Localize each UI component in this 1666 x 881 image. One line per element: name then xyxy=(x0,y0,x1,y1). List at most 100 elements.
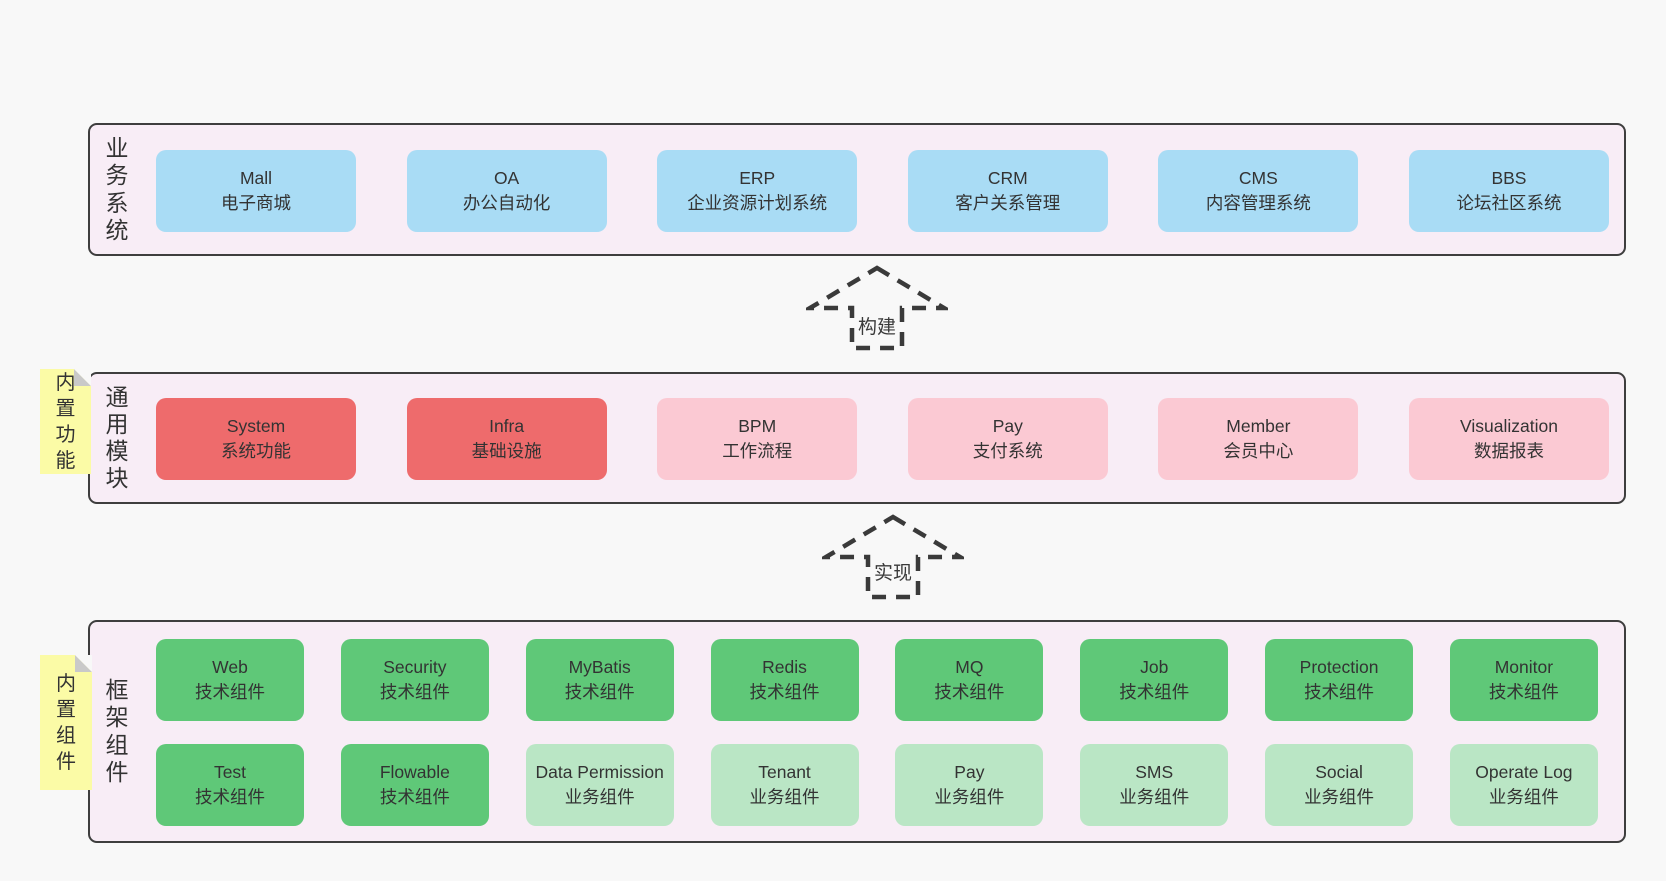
box-cms-subtitle: 内容管理系统 xyxy=(1205,193,1311,213)
box-infra: Infra 基础设施 xyxy=(406,398,607,480)
box-security: Security 技术组件 xyxy=(340,639,489,721)
section-framework-label: 框架组件 xyxy=(105,677,129,785)
note-built-in-components: 内置组件 xyxy=(40,655,92,790)
box-sms-title: SMS xyxy=(1135,762,1174,783)
box-mall-title: Mall xyxy=(239,168,273,189)
box-infra-title: Infra xyxy=(489,416,525,437)
box-oa-title: OA xyxy=(493,168,520,189)
box-flowable: Flowable 技术组件 xyxy=(340,744,489,826)
note-built-in-features-label: 内置功能 xyxy=(55,371,76,472)
box-operate-log-subtitle: 业务组件 xyxy=(1488,787,1559,807)
box-oa: OA 办公自动化 xyxy=(406,150,607,232)
box-redis-subtitle: 技术组件 xyxy=(749,682,820,702)
box-security-title: Security xyxy=(383,657,447,678)
framework-box-row-2: Test 技术组件 Flowable 技术组件 Data Permission … xyxy=(156,744,1598,826)
box-pay-module-title: Pay xyxy=(992,416,1023,437)
box-mall: Mall 电子商城 xyxy=(156,150,356,232)
box-tenant: Tenant 业务组件 xyxy=(710,744,859,826)
box-pay-module-subtitle: 支付系统 xyxy=(972,441,1043,461)
box-test-title: Test xyxy=(213,762,247,783)
box-tenant-title: Tenant xyxy=(758,762,811,783)
box-bpm-subtitle: 工作流程 xyxy=(722,441,793,461)
implement-arrow-label: 实现 xyxy=(822,558,964,585)
box-redis: Redis 技术组件 xyxy=(710,639,859,721)
box-monitor-title: Monitor xyxy=(1494,657,1554,678)
box-sms: SMS 业务组件 xyxy=(1080,744,1229,826)
box-job-title: Job xyxy=(1140,657,1169,678)
box-test-subtitle: 技术组件 xyxy=(195,787,265,807)
box-bpm-title: BPM xyxy=(738,416,777,437)
box-protection-title: Protection xyxy=(1299,657,1379,678)
build-arrow-icon xyxy=(806,265,948,351)
box-member: Member 会员中心 xyxy=(1158,398,1359,480)
box-web-title: Web xyxy=(212,657,248,678)
box-operate-log-title: Operate Log xyxy=(1475,762,1573,783)
box-system-title: System xyxy=(226,416,286,437)
box-social: Social 业务组件 xyxy=(1265,744,1414,826)
box-web: Web 技术组件 xyxy=(156,639,304,721)
box-redis-title: Redis xyxy=(762,657,807,678)
folded-corner-icon xyxy=(74,369,91,386)
note-built-in-components-label: 内置组件 xyxy=(56,672,76,773)
box-system: System 系统功能 xyxy=(156,398,356,480)
box-mq: MQ 技术组件 xyxy=(895,639,1044,721)
box-protection: Protection 技术组件 xyxy=(1265,639,1414,721)
build-arrow-label: 构建 xyxy=(806,312,948,339)
box-mall-subtitle: 电子商城 xyxy=(221,193,291,213)
box-bpm: BPM 工作流程 xyxy=(657,398,858,480)
box-bbs: BBS 论坛社区系统 xyxy=(1408,150,1609,232)
box-mybatis: MyBatis 技术组件 xyxy=(525,639,674,721)
box-flowable-title: Flowable xyxy=(379,762,450,783)
box-member-title: Member xyxy=(1226,416,1291,437)
box-job-subtitle: 技术组件 xyxy=(1119,682,1190,702)
section-common-modules: 通用模块 System 系统功能 Infra 基础设施 BPM 工作流程 Pay… xyxy=(88,372,1626,504)
box-web-subtitle: 技术组件 xyxy=(195,682,265,702)
box-member-subtitle: 会员中心 xyxy=(1223,441,1294,461)
box-security-subtitle: 技术组件 xyxy=(379,682,450,702)
box-pay-component-title: Pay xyxy=(954,762,985,783)
box-mybatis-subtitle: 技术组件 xyxy=(564,682,635,702)
section-modules-label: 通用模块 xyxy=(105,383,129,492)
box-social-title: Social xyxy=(1315,762,1363,783)
box-oa-subtitle: 办公自动化 xyxy=(462,193,551,213)
box-data-permission-subtitle: 业务组件 xyxy=(564,787,635,807)
modules-box-row: System 系统功能 Infra 基础设施 BPM 工作流程 Pay 支付系统… xyxy=(156,398,1609,480)
box-cms-title: CMS xyxy=(1238,168,1278,189)
box-infra-subtitle: 基础设施 xyxy=(471,441,542,461)
box-social-subtitle: 业务组件 xyxy=(1304,787,1375,807)
box-test: Test 技术组件 xyxy=(156,744,304,826)
box-erp-title: ERP xyxy=(739,168,776,189)
box-erp: ERP 企业资源计划系统 xyxy=(657,150,858,232)
box-visualization-subtitle: 数据报表 xyxy=(1473,441,1544,461)
box-visualization-title: Visualization xyxy=(1460,416,1558,437)
box-crm-title: CRM xyxy=(987,168,1028,189)
box-visualization: Visualization 数据报表 xyxy=(1408,398,1609,480)
section-business-systems: 业务系统 Mall 电子商城 OA 办公自动化 ERP 企业资源计划系统 CRM… xyxy=(88,123,1626,256)
box-monitor: Monitor 技术组件 xyxy=(1449,639,1598,721)
box-mybatis-title: MyBatis xyxy=(568,657,631,678)
box-mq-subtitle: 技术组件 xyxy=(934,682,1005,702)
box-crm-subtitle: 客户关系管理 xyxy=(955,193,1061,213)
box-erp-subtitle: 企业资源计划系统 xyxy=(687,193,828,213)
section-framework-components: 框架组件 Web 技术组件 Security 技术组件 MyBatis 技术组件… xyxy=(88,620,1626,843)
box-job: Job 技术组件 xyxy=(1080,639,1229,721)
box-sms-subtitle: 业务组件 xyxy=(1119,787,1190,807)
box-cms: CMS 内容管理系统 xyxy=(1158,150,1359,232)
framework-box-row-1: Web 技术组件 Security 技术组件 MyBatis 技术组件 Redi… xyxy=(156,639,1598,721)
box-crm: CRM 客户关系管理 xyxy=(907,150,1108,232)
box-flowable-subtitle: 技术组件 xyxy=(379,787,450,807)
box-tenant-subtitle: 业务组件 xyxy=(749,787,820,807)
folded-corner-icon xyxy=(75,655,92,672)
box-data-permission: Data Permission 业务组件 xyxy=(525,744,674,826)
section-business-label: 业务系统 xyxy=(105,135,129,243)
box-pay-component-subtitle: 业务组件 xyxy=(934,787,1005,807)
box-pay-component: Pay 业务组件 xyxy=(895,744,1044,826)
note-built-in-features: 内置功能 xyxy=(40,369,91,474)
box-operate-log: Operate Log 业务组件 xyxy=(1449,744,1598,826)
box-bbs-subtitle: 论坛社区系统 xyxy=(1456,193,1562,213)
box-monitor-subtitle: 技术组件 xyxy=(1488,682,1559,702)
box-bbs-title: BBS xyxy=(1491,168,1527,189)
box-protection-subtitle: 技术组件 xyxy=(1304,682,1375,702)
box-mq-title: MQ xyxy=(955,657,984,678)
